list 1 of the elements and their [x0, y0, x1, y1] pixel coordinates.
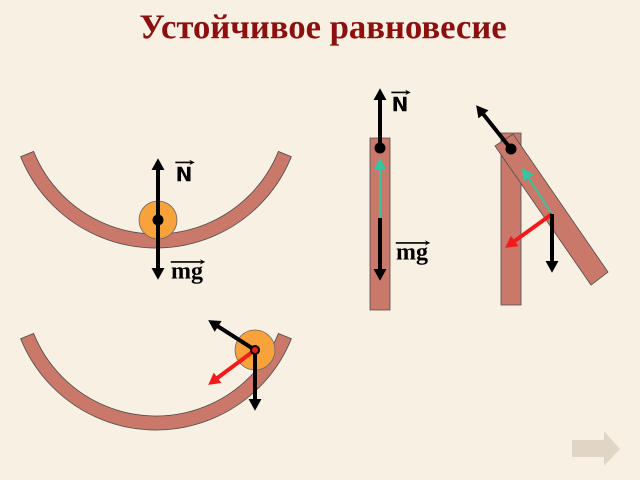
title: Устойчивое равновесие: [140, 14, 506, 46]
